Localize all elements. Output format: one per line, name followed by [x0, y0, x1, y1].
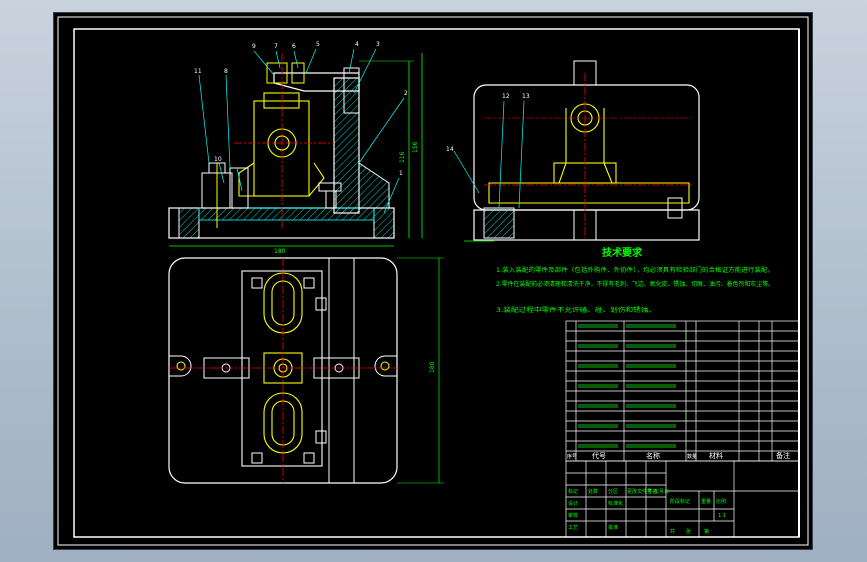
- outer-frame: [57, 16, 809, 546]
- tech-req-line-1: 1.装入装配的零件及部件（包括外购件、外协件），均必须具有检验部门的合格证方能进…: [496, 266, 774, 274]
- tb-label-stage: 阶段标记: [670, 498, 690, 505]
- balloon-8: 8: [224, 68, 228, 75]
- balloon-5: 5: [316, 41, 320, 48]
- tb-label-standard: 标准化: [608, 500, 623, 507]
- balloon-7: 7: [274, 43, 278, 50]
- tb-label-review: 审核: [568, 512, 578, 519]
- side-view-balloons: 12 13 14: [446, 93, 530, 153]
- tb-label-design: 设计: [568, 500, 578, 507]
- drawing-canvas[interactable]: 180 116 156 9 7 6 5 4 3 2 1 11 8 10: [54, 13, 812, 549]
- tb-label-date: 年月日: [654, 488, 669, 495]
- bom-header-code: 代号: [592, 451, 606, 460]
- balloon-4: 4: [355, 41, 359, 48]
- tech-req-title: 技术要求: [602, 246, 643, 259]
- side-workpiece: [488, 103, 690, 204]
- tb-label-change-doc: 更改文件号: [627, 488, 652, 495]
- balloon-1: 1: [399, 170, 403, 177]
- tb-label-zone: 分区: [608, 488, 618, 495]
- balloon-13: 13: [522, 93, 530, 100]
- tb-label-count: 处数: [588, 488, 598, 495]
- tb-label-sheets: 张: [686, 528, 691, 535]
- side-view: [453, 60, 700, 242]
- tb-label-approve: 批准: [608, 524, 618, 531]
- bom-header-name: 名称: [646, 451, 660, 460]
- svg-text:156: 156: [412, 141, 419, 153]
- bom-header: 序号 代号 名称 数量 材料 备注: [567, 451, 790, 460]
- tb-label-total: 共: [670, 528, 675, 535]
- top-arm: [273, 72, 360, 92]
- title-block-labels: 标记 处数 分区 更改文件号 签名 年月日 设计 标准化 审核 工艺 批准 阶段…: [568, 488, 726, 535]
- title-block: [565, 460, 800, 538]
- balloon-6: 6: [292, 43, 296, 50]
- technical-requirements: 技术要求 1.装入装配的零件及部件（包括外购件、外协件），均必须具有检验部门的合…: [496, 246, 774, 314]
- balloon-14: 14: [446, 146, 454, 153]
- balloon-9: 9: [252, 43, 256, 50]
- bom-header-seq: 序号: [567, 453, 577, 460]
- balloon-11: 11: [194, 68, 202, 75]
- balloon-10: 10: [214, 156, 222, 163]
- svg-text:180: 180: [274, 248, 286, 255]
- top-view: 180: [168, 257, 444, 484]
- tech-req-line-2: 2.零件在装配前必须清理和清洗干净，不得有毛刺、飞边、氧化皮、锈蚀、切屑、油污、…: [496, 280, 774, 288]
- tb-label-mark: 标记: [568, 488, 578, 495]
- front-view: 180 116 156: [168, 48, 423, 255]
- workpiece: [238, 92, 325, 197]
- front-view-balloons: 9 7 6 5 4 3 2 1 11 8 10: [194, 41, 408, 177]
- tb-label-sign: 签名: [647, 488, 657, 495]
- balloon-3: 3: [376, 41, 380, 48]
- tb-scale-value: 1:1: [718, 513, 726, 519]
- tb-label-scale: 比例: [716, 498, 726, 505]
- bom-row-fill: [578, 324, 676, 448]
- bom-table: [565, 320, 800, 462]
- tech-req-line-3: 3.装配过程中零件不允许磕、碰、划伤和锈蚀。: [496, 306, 656, 314]
- bom-header-material: 材料: [709, 451, 723, 460]
- tb-label-process: 工艺: [568, 525, 578, 531]
- svg-text:116: 116: [399, 151, 406, 163]
- tb-label-weight: 重量: [701, 498, 711, 505]
- column: [333, 77, 360, 214]
- tb-label-sheet-no: 第: [704, 528, 709, 535]
- svg-text:180: 180: [429, 361, 436, 373]
- bom-header-remark: 备注: [776, 451, 790, 460]
- cad-drawing: 180 116 156 9 7 6 5 4 3 2 1 11 8 10: [57, 16, 809, 546]
- bom-header-qty: 数量: [687, 453, 697, 460]
- balloon-12: 12: [502, 93, 510, 100]
- balloon-2: 2: [404, 90, 408, 97]
